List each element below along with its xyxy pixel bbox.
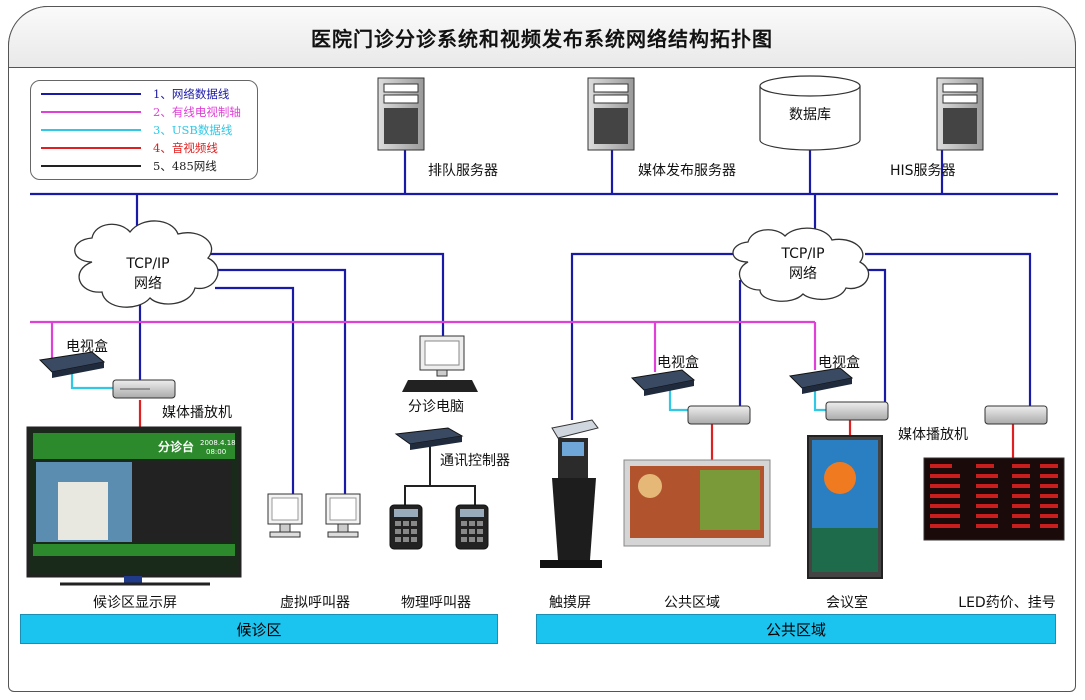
comm-controller-icon [394, 427, 464, 450]
legend-label: 1、网络数据线 [153, 87, 230, 101]
virtual-caller-monitor-1-icon [267, 493, 303, 538]
media-player-left-icon [112, 379, 176, 399]
led-label: LED药价、挂号 [958, 595, 1056, 611]
cloud-left-text: TCP/IP 网络 [126, 254, 169, 294]
public-area-screen [623, 459, 771, 547]
tcpip-cloud-left-icon [74, 220, 219, 308]
legend-label: 5、485网线 [153, 159, 217, 173]
media-player-public-icon [687, 405, 751, 425]
legend-item-cable-tv: 2、有线电视制轴 [41, 103, 241, 121]
cloud-right-line2: 网络 [789, 266, 817, 282]
waiting-display-label: 候诊区显示屏 [93, 595, 177, 611]
triage-pc-icon [402, 335, 478, 392]
tvbox-meeting-label: 电视盒 [818, 355, 860, 371]
legend-swatch [41, 165, 141, 167]
legend-label: 2、有线电视制轴 [153, 105, 241, 119]
cloud-left-line1: TCP/IP [126, 256, 170, 272]
cable-tv-lines [30, 320, 817, 372]
touch-screen-label: 触摸屏 [549, 595, 591, 611]
legend-item-network: 1、网络数据线 [41, 85, 229, 103]
public-area-label: 公共区域 [664, 595, 720, 611]
cloud-right-text: TCP/IP 网络 [781, 244, 824, 284]
tvbox-meeting-icon [788, 367, 854, 394]
zone-public-label: 公共区域 [765, 620, 826, 639]
touch-screen-kiosk-icon [540, 419, 602, 568]
cloud-right-line1: TCP/IP [781, 246, 825, 262]
zone-bar-public: 公共区域 [536, 614, 1056, 644]
player-right-label: 媒体播放机 [898, 427, 968, 443]
physical-caller-1-icon [389, 504, 423, 550]
virtual-caller-label: 虚拟呼叫器 [280, 595, 350, 611]
legend-swatch [41, 111, 141, 113]
legend-swatch [41, 93, 141, 95]
led-board [923, 457, 1065, 541]
legend-item-485: 5、485网线 [41, 157, 217, 175]
zone-bar-waiting: 候诊区 [20, 614, 498, 644]
his-server-label: HIS服务器 [890, 163, 956, 179]
cloud-left-line2: 网络 [134, 276, 162, 292]
media-server-icon [587, 77, 635, 151]
screen-header: 分诊台 [158, 439, 194, 454]
queue-server-label: 排队服务器 [428, 163, 498, 179]
diagram-title: 医院门诊分诊系统和视频发布系统网络结构拓扑图 [311, 26, 773, 51]
meeting-room-label: 会议室 [826, 595, 868, 611]
database-label: 数据库 [789, 107, 831, 123]
screen-time: 08:00 [206, 448, 226, 456]
physical-caller-2-icon [455, 504, 489, 550]
triage-pc-label: 分诊电脑 [408, 399, 464, 415]
meeting-room-screen [807, 435, 883, 579]
legend: 1、网络数据线 2、有线电视制轴 3、USB数据线 4、音视频线 5、485网线 [30, 80, 258, 180]
legend-swatch [41, 129, 141, 131]
database-icon [759, 75, 861, 151]
media-server-label: 媒体发布服务器 [638, 163, 736, 179]
media-player-led-icon [984, 405, 1048, 425]
queue-server-icon [377, 77, 425, 151]
rs485-lines [404, 445, 476, 505]
virtual-caller-monitor-2-icon [325, 493, 361, 538]
legend-label: 3、USB数据线 [153, 123, 233, 137]
legend-item-av: 4、音视频线 [41, 139, 218, 157]
tvbox-left-label: 电视盒 [66, 339, 108, 355]
media-player-meeting-icon [825, 401, 889, 421]
title-bar: 医院门诊分诊系统和视频发布系统网络结构拓扑图 [8, 6, 1076, 68]
screen-date: 2008.4.18 [200, 439, 236, 447]
tvbox-left-icon [38, 351, 106, 378]
tvbox-public-label: 电视盒 [657, 355, 699, 371]
legend-swatch [41, 147, 141, 149]
physical-caller-label: 物理呼叫器 [401, 595, 471, 611]
comm-controller-label: 通讯控制器 [440, 453, 510, 469]
his-server-icon [936, 77, 984, 151]
tvbox-public-icon [630, 369, 696, 396]
usb-lines [70, 370, 830, 412]
legend-label: 4、音视频线 [153, 141, 218, 155]
waiting-display-screen [26, 426, 242, 586]
zone-waiting-label: 候诊区 [236, 620, 282, 639]
legend-item-usb: 3、USB数据线 [41, 121, 232, 139]
tcpip-cloud-right-icon [732, 227, 870, 302]
player-left-label: 媒体播放机 [162, 405, 232, 421]
